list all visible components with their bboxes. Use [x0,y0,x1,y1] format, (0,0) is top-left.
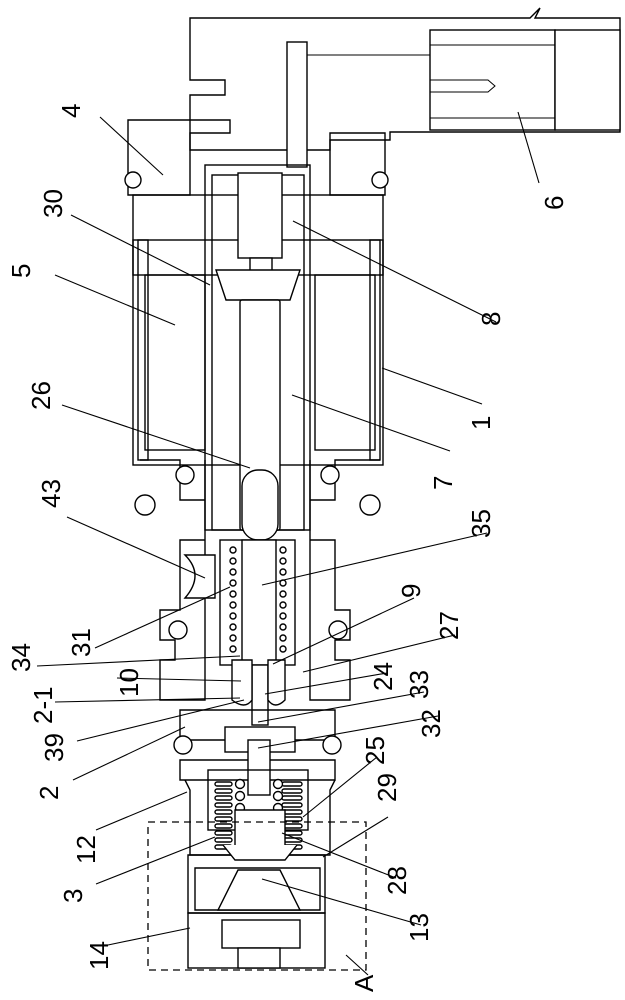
spring-coil [229,568,237,576]
spring-coil [279,623,287,631]
label-3: 3 [58,889,88,903]
bellows-fold [214,816,233,822]
label-1: 1 [466,416,496,430]
leader-lines [36,111,540,976]
label-35: 35 [466,509,496,538]
bellows-fold [214,795,233,801]
bellows-fold [281,781,303,787]
valve-body [134,459,381,701]
label-27: 27 [434,611,464,640]
seat-body [173,709,342,856]
label-4: 4 [56,104,86,118]
label-13: 13 [404,913,434,942]
inner-spring-coil [234,790,246,802]
label-33: 33 [404,670,434,699]
label-10: 10 [114,668,144,697]
spring-31 [219,539,296,726]
bellows-fold [214,788,233,794]
bellows-fold [214,809,233,815]
spring-coil [229,612,237,620]
label-25: 25 [360,736,390,765]
bellows-fold [214,830,233,836]
spring-coil [229,645,237,653]
filter-cup [187,844,326,969]
label-24: 24 [368,662,398,691]
label-7: 7 [428,476,458,490]
armature-assembly [204,164,311,541]
label-14: 14 [84,941,114,970]
label-2: 2 [34,786,64,800]
label-29: 29 [372,773,402,802]
spring-coil [279,612,287,620]
spring-coil [229,557,237,565]
label-A: A [349,974,379,992]
connector-housing [189,7,621,168]
label-12: 12 [71,835,101,864]
bellows-fold [281,802,303,808]
bellows-fold [214,802,233,808]
detail-frame-a [147,821,367,971]
spring-coil [279,546,287,554]
spring-coil [229,634,237,642]
bellows-fold [281,788,303,794]
label-31: 31 [66,628,96,657]
label-9: 9 [396,584,426,598]
label-39: 39 [39,733,69,762]
spring-coil [229,590,237,598]
label-43: 43 [36,479,66,508]
spring-coil [279,645,287,653]
inner-spring-coil [234,778,246,790]
cap-4 [124,119,389,196]
bellows-fold [281,795,303,801]
spring-coil [229,601,237,609]
bellows-3 [207,769,309,851]
label-8: 8 [476,312,506,326]
inner-spring-coil [272,790,284,802]
spring-coil [279,634,287,642]
bellows-fold [214,837,233,843]
label-6: 6 [539,196,569,210]
spring-coil [229,579,237,587]
spring-coil [279,557,287,565]
bellows-fold [214,823,233,829]
spring-coil [229,546,237,554]
spring-coil [279,601,287,609]
label-5: 5 [6,264,36,278]
bellows-fold [214,781,233,787]
reference-labels: 4 30 5 26 43 31 34 10 2-1 39 2 12 3 14 A… [6,104,569,992]
inner-spring-coil [272,778,284,790]
label-28: 28 [382,866,412,895]
label-26: 26 [26,381,56,410]
label-34: 34 [6,643,36,672]
label-32: 32 [416,709,446,738]
spring-coil [279,568,287,576]
label-30: 30 [38,189,68,218]
spring-coil [279,590,287,598]
spring-coil [229,623,237,631]
label-2-1: 2-1 [28,686,58,724]
